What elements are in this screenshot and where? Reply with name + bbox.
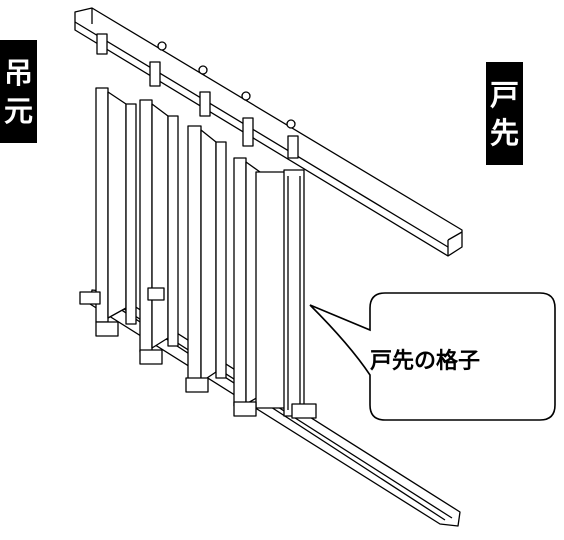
hangers	[96, 33, 299, 159]
callout-label: 戸先の格子	[370, 349, 481, 374]
label-char: 吊	[3, 55, 33, 90]
label-tosaki: 戸 先	[486, 62, 523, 165]
callout-bubble	[309, 292, 556, 421]
door-panels	[95, 87, 305, 417]
bottom-brackets	[79, 287, 317, 419]
label-tsurimoto: 吊 元	[0, 40, 37, 143]
label-char: 先	[489, 115, 519, 150]
label-char: 元	[3, 93, 33, 128]
label-char: 戸	[489, 77, 519, 112]
top-rail	[74, 7, 463, 257]
